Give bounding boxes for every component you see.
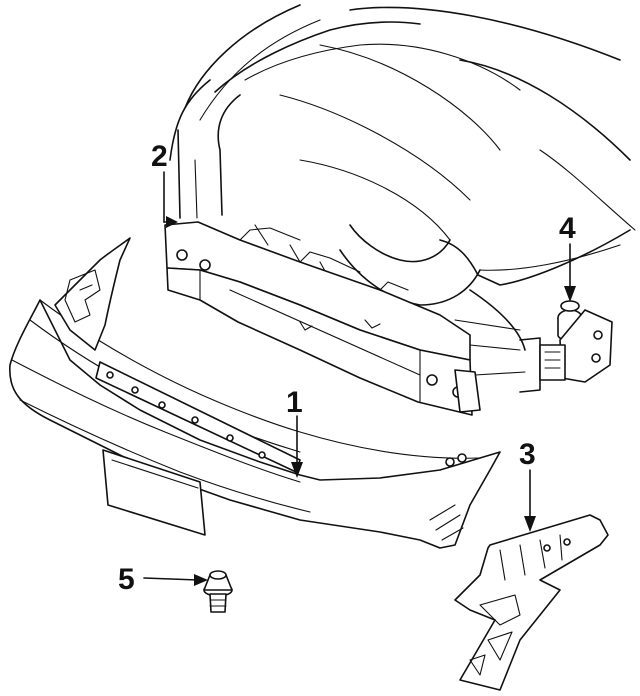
vehicle-body <box>169 4 636 393</box>
push-pin-part-5 <box>203 570 233 613</box>
callout-3: 3 <box>519 438 536 471</box>
callout-arrows <box>143 171 576 586</box>
arrow-head-5 <box>194 574 208 586</box>
arrow-head-1 <box>291 462 303 478</box>
arrow-head-3 <box>524 516 536 532</box>
callout-labels: 1 2 3 4 5 <box>118 140 576 596</box>
callout-5: 5 <box>118 563 135 596</box>
callout-1: 1 <box>286 386 303 419</box>
impact-bar-part-2 <box>164 221 481 416</box>
arrow-head-2 <box>166 216 178 228</box>
bumper-cover-part-1 <box>9 237 501 549</box>
isolator-part-4 <box>539 300 613 383</box>
callout-4: 4 <box>559 212 576 245</box>
callout-2: 2 <box>151 140 168 173</box>
arrow-head-4 <box>564 286 576 302</box>
bracket-part-3 <box>454 514 609 691</box>
